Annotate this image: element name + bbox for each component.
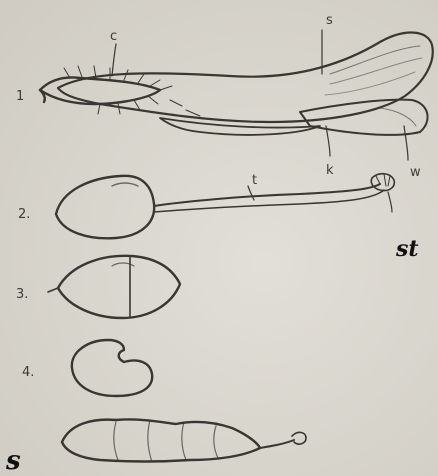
label-pod: s xyxy=(6,446,21,476)
flower-drawing: c s k w 1 xyxy=(16,13,433,180)
figure-number-1: 1 xyxy=(16,89,24,104)
pistil-drawing: t 2. xyxy=(18,173,394,238)
pod-drawing xyxy=(62,419,306,462)
ovary-drawing: 3. xyxy=(16,256,180,318)
label-wing: w xyxy=(410,165,421,180)
label-style: t xyxy=(252,173,257,188)
figure-number-4: 4. xyxy=(22,365,34,380)
label-calyx: c xyxy=(110,29,117,44)
seed-drawing: 4. xyxy=(22,340,152,396)
label-keel: k xyxy=(326,163,334,178)
label-stigma: st xyxy=(396,236,419,262)
figure-number-2: 2. xyxy=(18,207,30,222)
label-standard: s xyxy=(326,13,333,28)
figure-number-3: 3. xyxy=(16,287,28,302)
